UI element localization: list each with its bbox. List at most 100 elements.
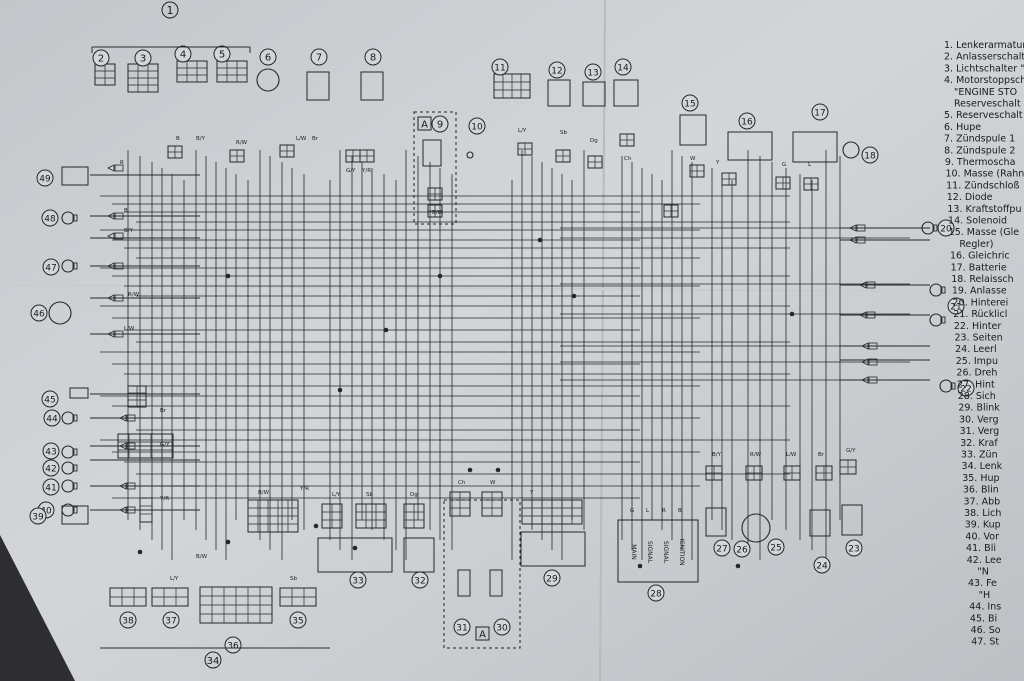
wire-code-label: L/Y: [518, 128, 527, 134]
wire-code-label: Ch: [624, 156, 632, 162]
callout-number: 9: [437, 120, 443, 131]
callout-number: 18: [864, 152, 876, 162]
callout-16: 16: [738, 112, 756, 130]
legend-item: 30. Verg: [959, 414, 999, 425]
switch-label-signal-1: SIGNAL: [646, 541, 653, 564]
connector-right-4: [861, 342, 878, 350]
ground-symbol-10: [466, 151, 474, 159]
wire-code-label: Dg: [590, 138, 598, 144]
callout-7: 7: [310, 48, 328, 66]
connector-block-top-14: [775, 176, 791, 190]
wire-code-label: B/W: [432, 210, 444, 216]
wire-code-label: Y/R: [361, 168, 371, 174]
callout-35: 35: [289, 611, 307, 629]
connector-left-4: [107, 294, 124, 302]
callout-number: 28: [650, 590, 662, 600]
callout-number: 27: [716, 545, 727, 555]
wire-code-label: L/W: [124, 326, 135, 332]
legend-item: 12. Diode: [947, 192, 993, 203]
dashed-box-a-top: [413, 111, 457, 225]
callout-37: 37: [162, 611, 180, 629]
callout-number: 5: [219, 50, 225, 61]
callout-number: 40: [40, 507, 52, 517]
callout-33: 33: [349, 571, 367, 589]
connector-block-top-2: [279, 144, 295, 158]
connector-left-3: [107, 262, 124, 270]
callout-8: 8: [364, 48, 382, 66]
switch-grid-4: [176, 60, 208, 83]
legend-item: 36. Blin: [963, 485, 999, 496]
callout-18: 18: [861, 146, 879, 164]
callout-38: 38: [119, 611, 137, 629]
horn-symbol-6: [256, 68, 280, 92]
callout-number: 41: [45, 484, 56, 494]
connector-block-39: [139, 497, 153, 523]
legend-item: 21. Rücklicl: [953, 309, 1007, 320]
bulb-48: [61, 211, 78, 225]
group-label-34: 34: [207, 656, 220, 667]
callout-number: 21: [950, 303, 961, 313]
legend-item: 5. Reserveschalt: [944, 110, 1023, 121]
component-symbols: [48, 60, 956, 624]
callout-number: 8: [370, 53, 376, 64]
callout-number: 25: [770, 544, 781, 554]
wire-code-label: R: [120, 160, 124, 166]
connector-left-9: [119, 506, 136, 514]
callout-12: 12: [548, 61, 566, 79]
connector-right-1: [849, 236, 866, 244]
callout-9: 9: [431, 115, 449, 133]
callout-number: 10: [471, 123, 483, 133]
legend-item: 19. Anlasse: [952, 286, 1007, 297]
rectifier-box-16: [679, 114, 707, 146]
wire-code-label: B/Y: [124, 228, 134, 234]
callout-number: 15: [684, 100, 695, 110]
legend-item: 38. Lich: [964, 508, 1001, 519]
callout-number: 26: [736, 546, 748, 556]
callout-number: 31: [456, 624, 467, 634]
connector-left-7: [119, 442, 136, 450]
callout-number: 46: [33, 310, 45, 320]
callout-number: 20: [940, 225, 952, 235]
legend-item: "N: [977, 567, 988, 578]
callout-number: 17: [814, 109, 825, 119]
callout-3: 3: [134, 49, 152, 67]
callout-15: 15: [681, 94, 699, 112]
callout-number: 32: [414, 577, 425, 587]
connector-right-6: [861, 376, 878, 384]
fuel-pump-box-13: [582, 81, 606, 107]
legend-item: 17. Batterie: [951, 262, 1007, 273]
legend-item: 3. Lichtschalter "L: [944, 63, 1024, 74]
connector-left-1: [107, 212, 124, 220]
callout-39: 39: [29, 507, 47, 525]
wire-code-label: L/Y: [170, 576, 179, 582]
wire-code-label: Dg: [410, 492, 418, 498]
legend-item: 13. Kraftstoffpu: [947, 204, 1021, 215]
headlight-bulb-46: [48, 301, 72, 325]
callout-44: 44: [43, 409, 61, 427]
ignition-coil-7: [306, 71, 330, 101]
clutch-switch-49: [61, 166, 89, 186]
heater-31: [457, 569, 471, 597]
legend-item: 23. Seiten: [954, 333, 1002, 344]
wire-code-label: L/Y: [332, 492, 341, 498]
group-bracket-34: 34: [100, 647, 330, 669]
callout-14: 14: [614, 58, 632, 76]
thermo-switch-9: [422, 139, 442, 167]
callout-41: 41: [42, 478, 60, 496]
wire-code-label: Br: [312, 136, 319, 142]
callout-number: 6: [265, 53, 271, 64]
callout-29: 29: [543, 569, 561, 587]
callout-number: 2: [98, 54, 104, 65]
callout-number: 4: [180, 50, 186, 61]
connector-block-top-12: [689, 164, 705, 178]
callout-6: 6: [259, 48, 277, 66]
callout-number: 30: [496, 624, 508, 634]
connector-block-top-1: [229, 149, 245, 163]
callout-26: 26: [733, 540, 751, 558]
legend-item: 20. Hinterei: [953, 297, 1009, 308]
callout-number: 43: [45, 448, 56, 458]
callout-number: 16: [741, 118, 753, 128]
legend-item: 41. Bli: [966, 543, 996, 554]
callout-number: 14: [617, 64, 629, 74]
